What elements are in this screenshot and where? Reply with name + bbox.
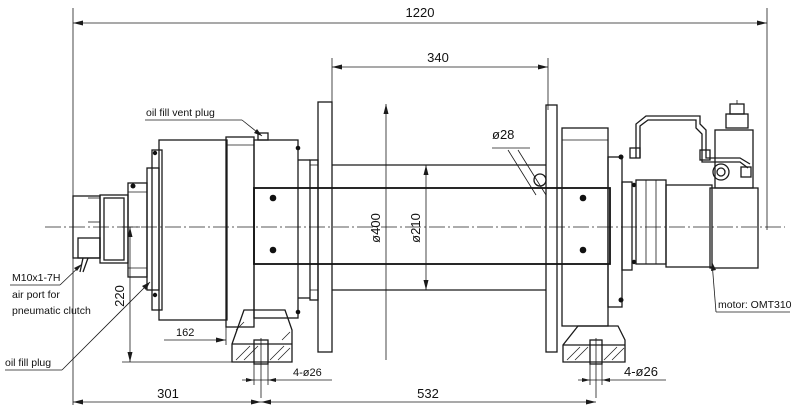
label-m10-line3: pneumatic clutch [12, 305, 91, 317]
right-foot [562, 325, 626, 398]
label-motor: motor: OMT310 [718, 299, 792, 311]
clutch-housing [72, 167, 160, 291]
dim-left-holes-text: 4-ø26 [293, 367, 322, 379]
dim-drum-width-text: 340 [427, 50, 449, 65]
dim-shaft-diameter-text: ø210 [408, 213, 423, 243]
dim-162-text: 162 [176, 327, 194, 339]
hydraulic-motor [629, 100, 759, 269]
annotation-air-port: M10x1-7H air port for pneumatic clutch [10, 263, 91, 317]
drum-left-flange [309, 101, 333, 353]
gearbox-flange [151, 132, 310, 328]
dim-left-holes: 4-ø26 [242, 362, 332, 385]
dim-height: 220 [112, 226, 232, 363]
dim-shaft-diameter: ø210 [408, 165, 429, 290]
annotation-oil-fill-plug: oil fill plug [5, 281, 151, 371]
dim-301-text: 301 [157, 386, 179, 401]
dim-drum-diameter-text: ø400 [368, 213, 383, 243]
dim-bottom: 301 532 [73, 386, 596, 405]
dim-162: 162 [164, 327, 227, 345]
label-oil-fill-vent-plug: oil fill vent plug [146, 107, 215, 119]
dim-hole: ø28 [492, 127, 547, 196]
dim-right-holes: 4-ø26 [578, 362, 666, 385]
dim-height-text: 220 [112, 285, 127, 307]
annotation-motor: motor: OMT310 [711, 261, 792, 313]
left-foot [231, 309, 293, 398]
drum-right-flange [545, 104, 558, 353]
dim-overall: 1220 [73, 5, 767, 26]
label-oil-fill-plug: oil fill plug [5, 357, 51, 369]
dim-overall-text: 1220 [406, 5, 435, 20]
label-m10-line2: air port for [12, 289, 60, 301]
drum-barrel [332, 164, 546, 291]
dim-hole-text: ø28 [492, 127, 514, 142]
label-m10-line1: M10x1-7H [12, 272, 60, 284]
annotation-oil-fill-vent-plug: oil fill vent plug [145, 107, 263, 137]
dim-right-holes-text: 4-ø26 [624, 364, 658, 379]
dim-drum-diameter: ø400 [368, 104, 389, 360]
dim-532-text: 532 [417, 386, 439, 401]
shaft [253, 187, 611, 265]
